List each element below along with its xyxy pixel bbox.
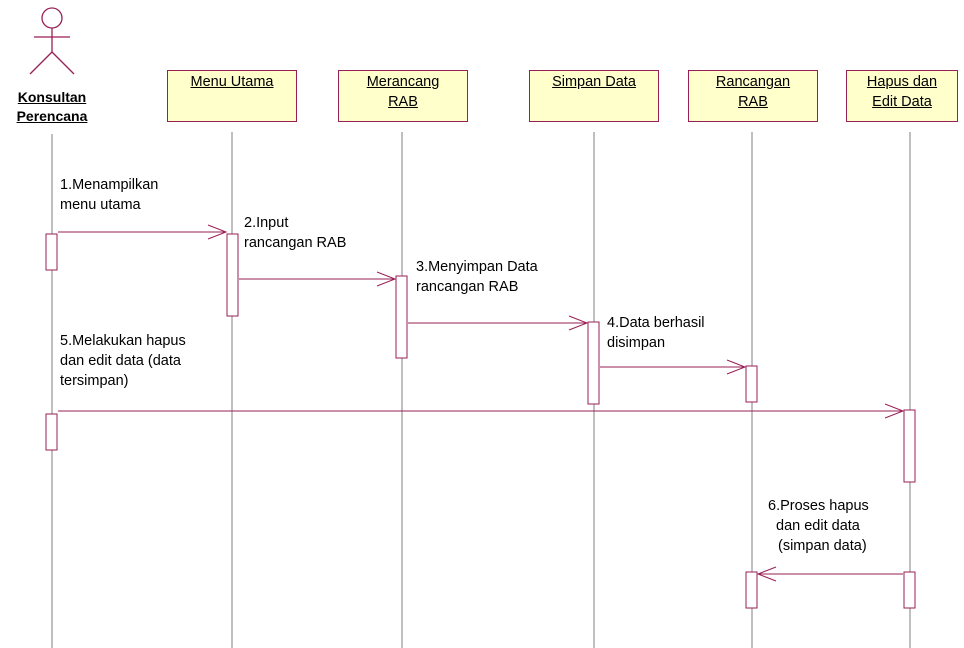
actor-label-line1: Konsultan bbox=[17, 89, 87, 105]
activation-hapus-edit-1 bbox=[903, 409, 916, 483]
message-label-line: 1.Menampilkan bbox=[60, 177, 159, 193]
message-arrow-1 bbox=[58, 224, 228, 240]
message-label-line: 6.Proses hapus bbox=[768, 498, 869, 514]
message-label-5: 5.Melakukan hapus dan edit data (data te… bbox=[60, 331, 186, 391]
lifeline-label-line1: Simpan Data bbox=[552, 74, 636, 90]
message-arrow-4 bbox=[600, 359, 747, 375]
lifeline-label-line1: Menu Utama bbox=[190, 74, 274, 90]
message-label-4: 4.Data berhasil disimpan bbox=[607, 313, 705, 353]
message-label-line: rancangan RAB bbox=[416, 279, 519, 295]
activation-simpan-data bbox=[587, 321, 600, 405]
lifeline-box-merancang-rab: Merancang RAB bbox=[338, 70, 468, 122]
activation-menu-utama bbox=[226, 233, 239, 317]
message-label-line: 2.Input bbox=[244, 215, 289, 231]
message-label-line: disimpan bbox=[607, 335, 666, 351]
message-label-line: tersimpan) bbox=[60, 373, 129, 389]
message-arrow-2 bbox=[239, 271, 397, 287]
lifeline-box-rancangan-rab: Rancangan RAB bbox=[688, 70, 818, 122]
message-arrow-5 bbox=[58, 403, 905, 419]
activation-actor-1 bbox=[45, 233, 58, 271]
message-label-line: dan edit data (data bbox=[60, 353, 181, 369]
lifeline-label-line1: Hapus dan bbox=[866, 74, 938, 90]
lifeline-label-line1: Merancang bbox=[366, 74, 440, 90]
message-label-line: 4.Data berhasil bbox=[607, 315, 705, 331]
activation-actor-2 bbox=[45, 413, 58, 451]
activation-rancangan-rab-2 bbox=[745, 571, 758, 609]
lifeline-box-simpan-data: Simpan Data bbox=[529, 70, 659, 122]
message-label-line: menu utama bbox=[60, 197, 141, 213]
lifeline-label-line1: Rancangan bbox=[715, 74, 791, 90]
activation-merancang-rab bbox=[395, 275, 408, 359]
activation-rancangan-rab-1 bbox=[745, 365, 758, 403]
message-label-6: 6.Proses hapus dan edit data (simpan dat… bbox=[768, 496, 869, 556]
lifeline-box-hapus-edit-data: Hapus dan Edit Data bbox=[846, 70, 958, 122]
actor-label-line2: Perencana bbox=[16, 108, 88, 124]
message-label-2: 2.Input rancangan RAB bbox=[244, 213, 346, 253]
lifeline-label-line2: Edit Data bbox=[872, 94, 932, 110]
activation-hapus-edit-2 bbox=[903, 571, 916, 609]
message-label-line: dan edit data bbox=[776, 518, 860, 534]
message-arrow-3 bbox=[408, 315, 589, 331]
actor-stick-figure-icon bbox=[29, 7, 75, 75]
message-label-line: rancangan RAB bbox=[244, 235, 347, 251]
message-label-1: 1.Menampilkan menu utama bbox=[60, 175, 158, 215]
message-label-3: 3.Menyimpan Data rancangan RAB bbox=[416, 257, 538, 297]
actor-konsultan-perencana: Konsultan Perencana bbox=[6, 88, 98, 126]
message-arrow-6 bbox=[756, 566, 903, 582]
lifeline-label-line2: RAB bbox=[388, 94, 418, 110]
message-label-line: 5.Melakukan hapus bbox=[60, 333, 186, 349]
lifeline-label-line2: RAB bbox=[738, 94, 768, 110]
message-label-line: (simpan data) bbox=[778, 538, 867, 554]
message-label-line: 3.Menyimpan Data bbox=[416, 259, 538, 275]
lifeline-box-menu-utama: Menu Utama bbox=[167, 70, 297, 122]
